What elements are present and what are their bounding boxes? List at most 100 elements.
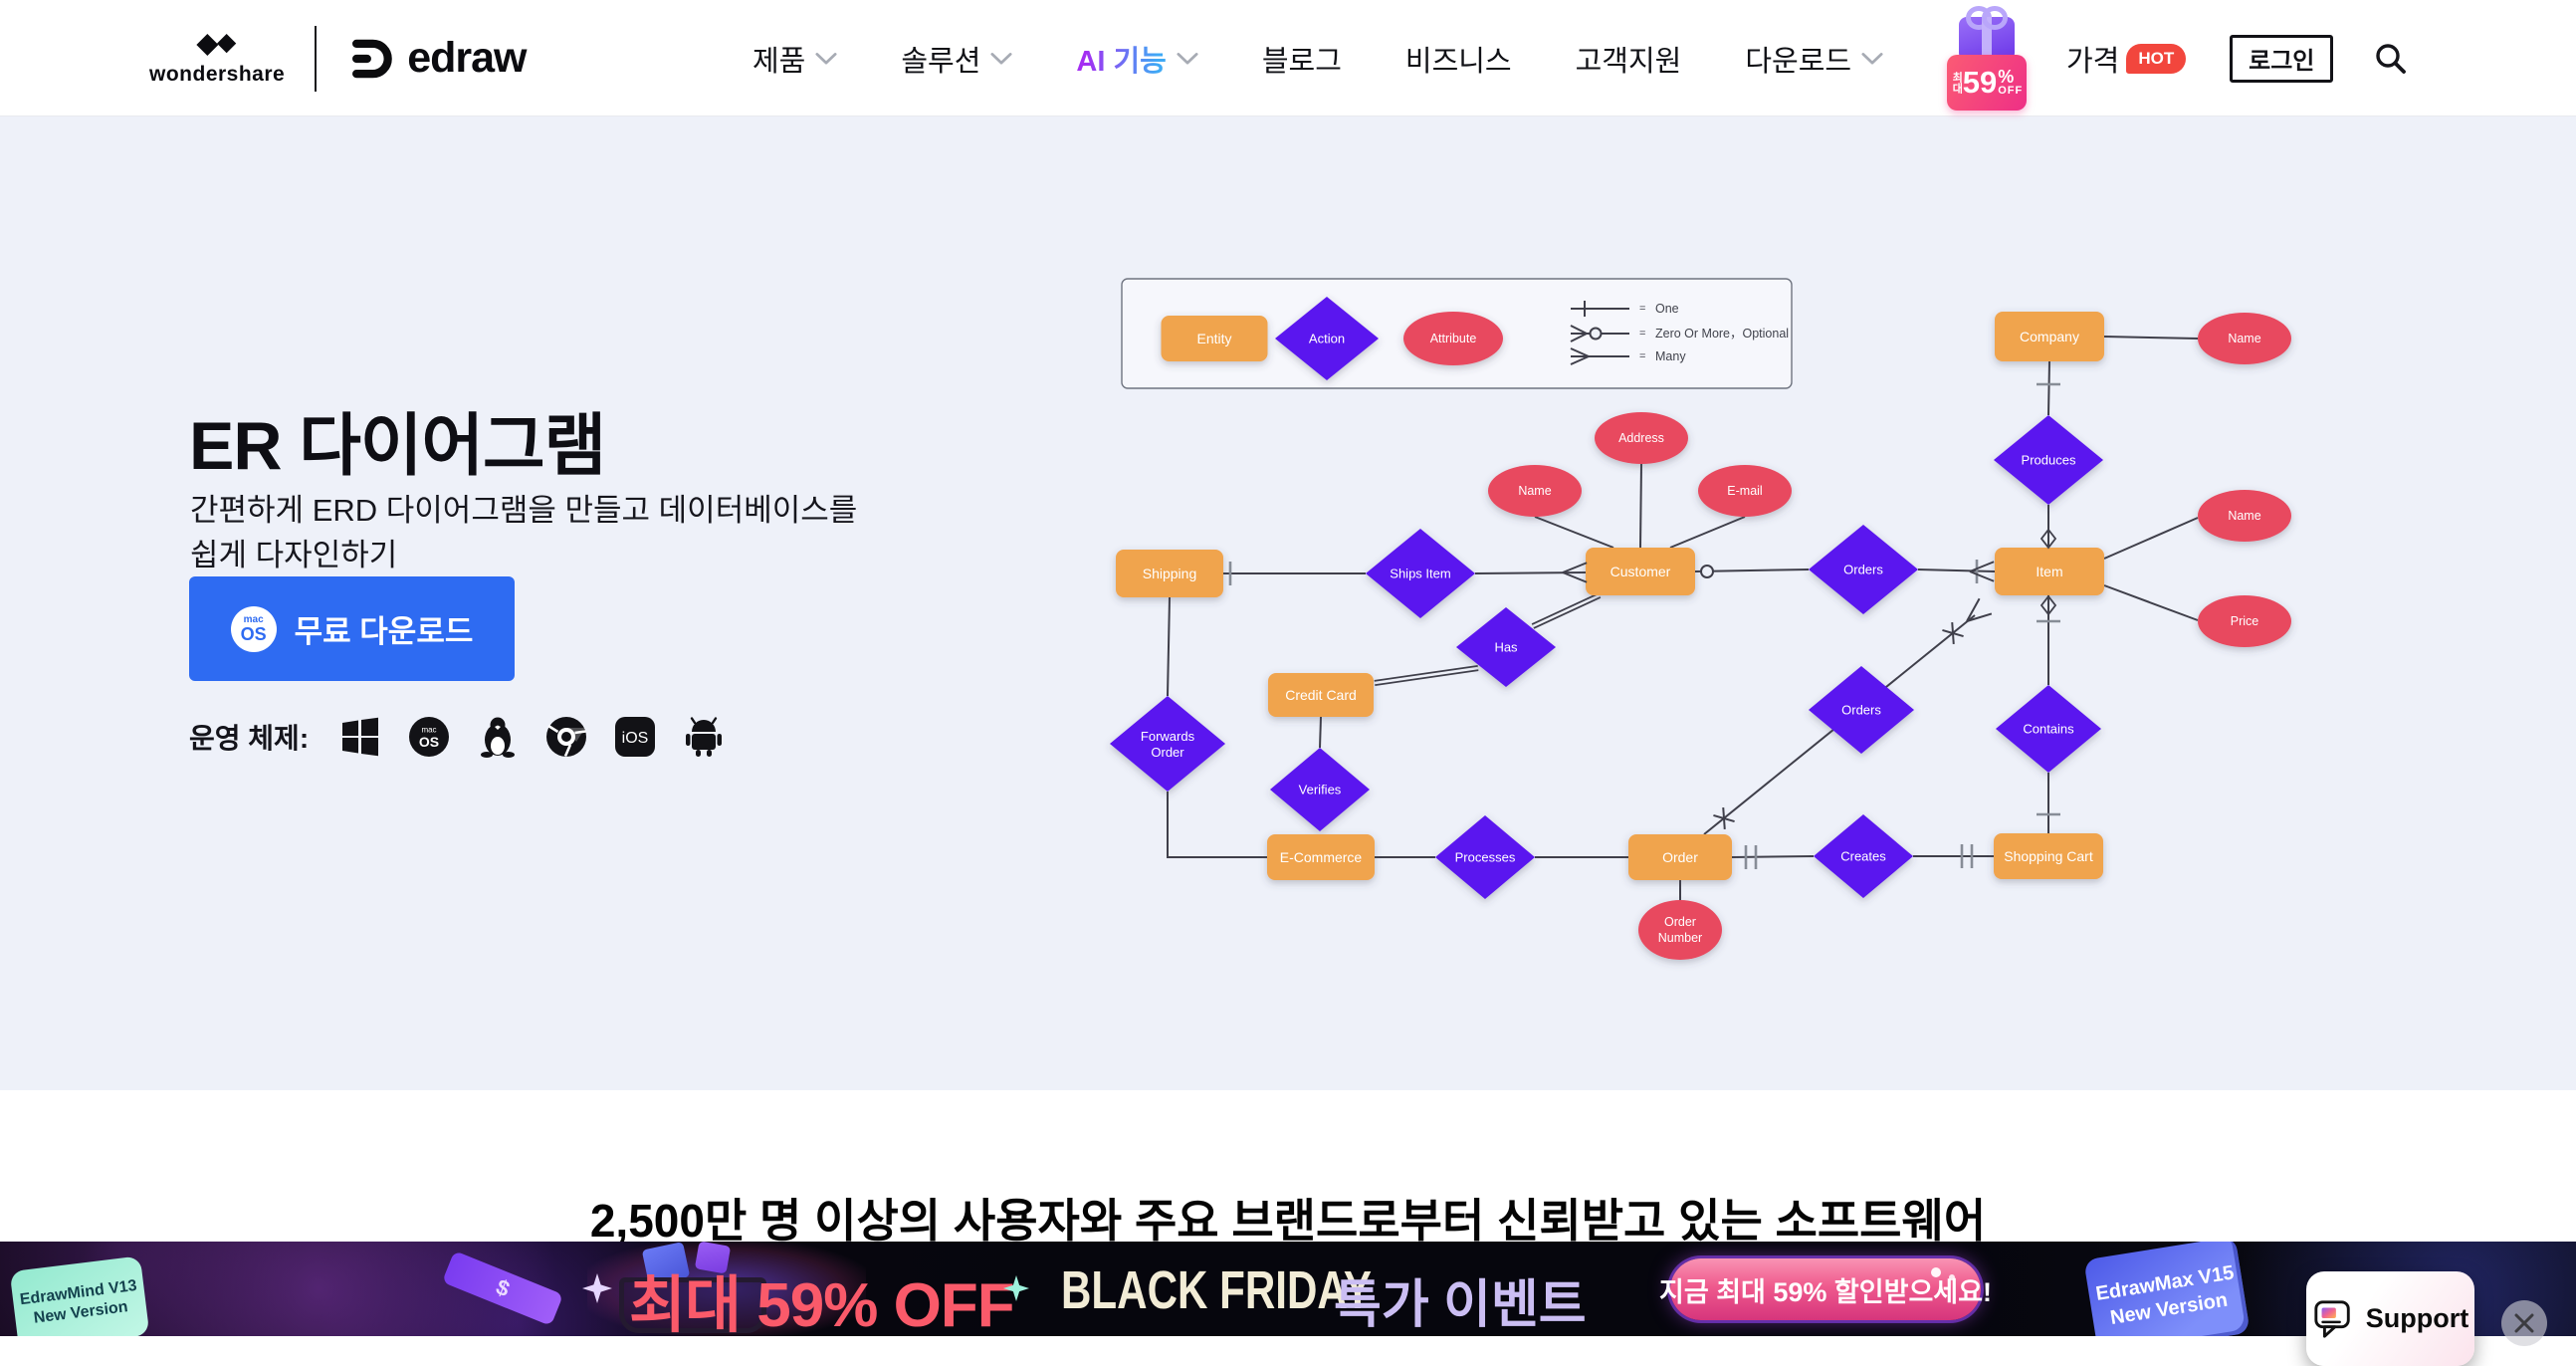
header-right: 최대 59 % OFF 가격 HOT 로그인 xyxy=(1947,0,2409,116)
er-node-shipping xyxy=(1116,550,1223,597)
er-edge xyxy=(2103,517,2199,560)
edraw-logo[interactable]: edraw xyxy=(346,34,528,83)
er-node-label: Processes xyxy=(1455,850,1516,865)
promo-banner[interactable]: EdrawMind V13 New Version $ 최대 59% OFF B… xyxy=(0,1242,2576,1336)
er-node-label: Order xyxy=(1662,849,1698,865)
wondershare-mark-icon xyxy=(196,34,237,56)
ios-icon: iOS xyxy=(613,715,657,759)
nav-item-5[interactable]: 비즈니스 xyxy=(1405,38,1512,80)
er-node-label: Price xyxy=(2231,614,2259,628)
er-mark-crowfoot xyxy=(1562,562,1588,573)
er-edge xyxy=(1534,516,1614,549)
er-edge xyxy=(2103,336,2199,340)
nav-item-3[interactable]: AI 기능 xyxy=(1076,38,1198,80)
logo-group: wondershare edraw xyxy=(149,0,528,116)
gift-discount-prefix: 최대 xyxy=(1950,71,1963,94)
support-label: Support xyxy=(2365,1303,2469,1333)
gift-box xyxy=(1959,5,2015,61)
er-node-label: Company xyxy=(2020,329,2079,344)
er-node-label: Shopping Cart xyxy=(2004,848,2093,864)
er-node-label: E-Commerce xyxy=(1280,849,1363,865)
er-mark-crowfoot xyxy=(1969,570,1995,582)
shopping-basket-icon xyxy=(619,1277,766,1333)
nav-item-label: 블로그 xyxy=(1261,45,1342,78)
er-mark-crowfoot xyxy=(1969,561,1995,572)
close-icon xyxy=(2514,1313,2534,1333)
support-chat-icon xyxy=(2314,1299,2350,1338)
gift-discount-label: 최대 59 % OFF xyxy=(1947,54,2027,111)
banner-close-button[interactable] xyxy=(2501,1300,2547,1346)
edraw-wordmark: edraw xyxy=(407,34,527,82)
er-node-orders-mid xyxy=(1809,666,1914,754)
er-edge xyxy=(1731,855,1815,858)
er-node-label: Credit Card xyxy=(1285,687,1357,703)
macos-badge-icon: mac OS xyxy=(230,605,277,652)
support-widget[interactable]: Support xyxy=(2306,1271,2474,1366)
er-node-company xyxy=(1995,312,2104,361)
nav-item-pricing[interactable]: 가격 HOT xyxy=(2066,38,2187,80)
er-mark-crowfoot xyxy=(1562,571,1588,583)
er-node-label: Orders xyxy=(1841,703,1881,718)
wondershare-logo[interactable]: wondershare xyxy=(149,30,285,87)
er-edge xyxy=(1474,571,1587,574)
banner-title-en: BLACK FRIDAY xyxy=(1061,1260,1373,1320)
login-button[interactable]: 로그인 xyxy=(2230,34,2334,83)
search-button[interactable] xyxy=(2373,41,2409,77)
er-edge xyxy=(1669,516,1746,549)
legend-row-label: One xyxy=(1655,302,1679,316)
er-node-order-number xyxy=(1638,900,1722,960)
gift-discount-number: 59 xyxy=(1962,64,1998,100)
er-node-produces xyxy=(1994,415,2103,505)
banner-offer-text: 최대 59% OFF xyxy=(629,1271,1015,1336)
linux-icon xyxy=(476,715,520,759)
er-mark-cross xyxy=(1951,621,1955,645)
edraw-mark-icon xyxy=(352,39,392,78)
legend-equals: = xyxy=(1639,303,1645,315)
er-mark-crowfoot xyxy=(1966,612,1993,622)
er-node-creates xyxy=(1814,814,1913,898)
nav-item-1[interactable]: 제품 xyxy=(752,38,837,80)
edrawmax-version-bubble: EdrawMax V15 New Version xyxy=(2083,1242,2251,1336)
er-node-price xyxy=(2198,595,2291,647)
page-title: ER 다이어그램 xyxy=(189,408,606,484)
os-support-row: 운영 체제: mac OS xyxy=(189,715,726,759)
svg-text:mac: mac xyxy=(422,726,437,735)
hero-subtitle-line2: 쉽게 다자인하기 xyxy=(190,538,398,572)
nav-item-6[interactable]: 고객지원 xyxy=(1576,38,1682,80)
er-node-label: Name xyxy=(1518,484,1551,498)
er-node-processes xyxy=(1435,815,1535,899)
search-icon xyxy=(2376,43,2407,74)
nav-item-label: 솔루션 xyxy=(901,45,981,78)
er-node-label: Produces xyxy=(2022,453,2076,468)
banner-cta-button[interactable]: 지금 최대 59% 할인받으세요! xyxy=(1659,1258,1992,1320)
hero-subtitle-line1: 간편하게 ERD 다이어그램을 만들고 데이터베이스를 xyxy=(190,493,858,528)
page: wondershare edraw 제품 솔루션 AI 기능 블로그 비즈니스 고객지원 다… xyxy=(0,0,2576,1336)
er-node-label: Address xyxy=(1618,431,1664,445)
os-label: 운영 체제: xyxy=(189,723,310,754)
er-edge xyxy=(1694,569,1810,572)
er-node-label: Contains xyxy=(2023,722,2074,737)
logo-divider xyxy=(315,25,318,92)
er-node-item xyxy=(1995,548,2104,595)
pricing-label: 가격 xyxy=(2066,45,2120,78)
gift-promo-icon[interactable]: 최대 59 % OFF xyxy=(1947,5,2027,111)
nav-item-label: 고객지원 xyxy=(1575,45,1682,78)
er-node-e-commerce xyxy=(1267,834,1375,880)
er-mark-crowfoot xyxy=(1966,597,1981,622)
nav-item-7[interactable]: 다운로드 xyxy=(1745,38,1883,80)
er-edge xyxy=(2047,360,2050,416)
er-node-label: E-mail xyxy=(1727,484,1762,498)
er-edge xyxy=(2103,584,2199,621)
nav-item-4[interactable]: 블로그 xyxy=(1262,38,1342,80)
legend-row-label: Many xyxy=(1655,349,1686,363)
wondershare-wordmark: wondershare xyxy=(149,63,286,86)
free-download-button[interactable]: mac OS 무료 다운로드 xyxy=(189,576,515,681)
nav-item-2[interactable]: 솔루션 xyxy=(901,38,1012,80)
er-node-label: Verifies xyxy=(1299,783,1342,797)
android-icon xyxy=(682,715,726,759)
er-node-address xyxy=(1595,412,1688,464)
er-node-credit-card xyxy=(1268,673,1374,717)
er-node-label: Entity xyxy=(1196,331,1231,346)
